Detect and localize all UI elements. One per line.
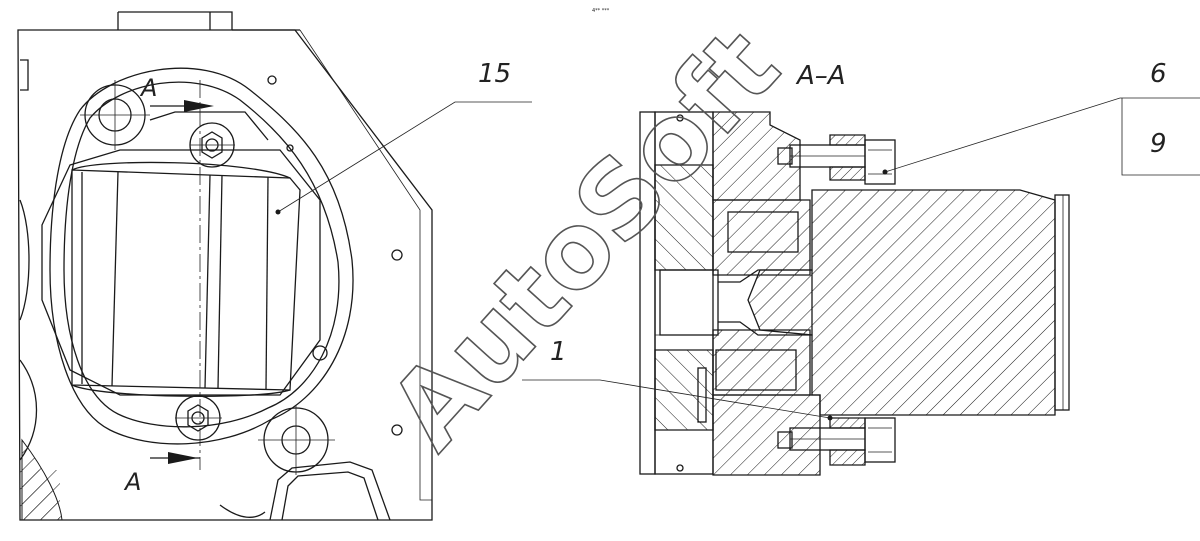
callout-9: 9	[1150, 129, 1167, 159]
cut-marker-top: А	[139, 74, 157, 102]
tiny-header-text: 4** ***	[592, 8, 610, 14]
left-view: А А 15	[17, 11, 532, 521]
callout-15: 15	[478, 59, 511, 89]
section-view: А–А	[522, 59, 1200, 476]
cut-marker-bottom: А	[123, 468, 141, 496]
callout-1: 1	[550, 337, 567, 367]
callout-6: 6	[1150, 59, 1167, 89]
section-label: А–А	[795, 61, 846, 91]
